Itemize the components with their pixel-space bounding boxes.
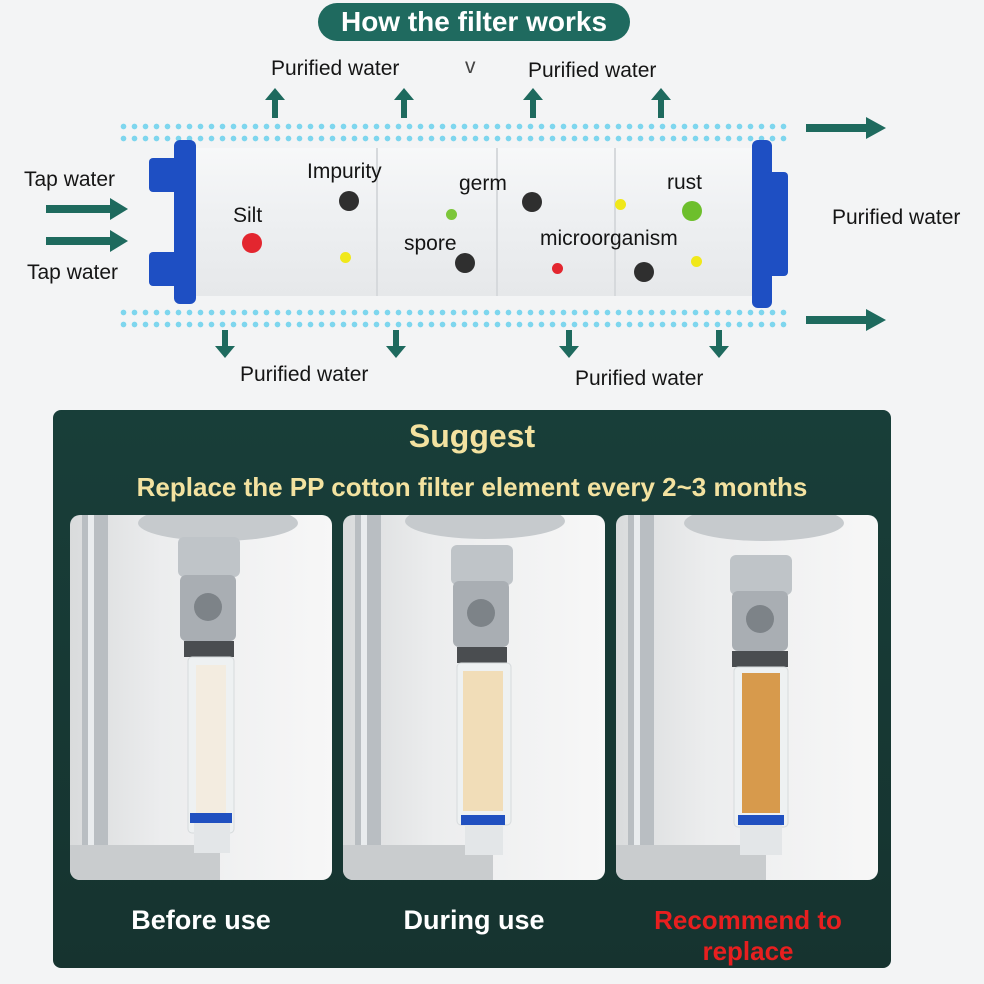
particle xyxy=(691,256,702,267)
purified-water-label-right: Purified water xyxy=(832,206,961,229)
particle xyxy=(615,199,626,210)
purified-water-label-bottom-left: Purified water xyxy=(240,363,369,386)
arrow-up-icon xyxy=(394,88,414,118)
impurity-particle xyxy=(339,191,359,211)
microorganism-label: microorganism xyxy=(540,227,678,250)
rust-label: rust xyxy=(667,171,703,194)
filter-cap-tab xyxy=(149,158,179,192)
germ-label: germ xyxy=(459,172,507,195)
particle xyxy=(552,263,563,274)
flow-arrows xyxy=(46,88,886,358)
arrow-right-icon xyxy=(806,309,886,331)
arrow-up-icon xyxy=(265,88,285,118)
purified-water-label-bottom-right: Purified water xyxy=(575,367,704,390)
tap-water-label: Tap water xyxy=(24,168,116,191)
water-dots-bottom xyxy=(118,319,790,331)
filter-cap-left xyxy=(174,140,196,304)
arrow-right-icon xyxy=(46,198,128,220)
microorganism-particle xyxy=(634,262,654,282)
caption-during-use: During use xyxy=(403,905,545,935)
shower-head-image xyxy=(343,515,565,880)
chevron-down-icon: v xyxy=(465,55,476,78)
arrow-right-icon xyxy=(46,230,128,252)
water-dots-bottom xyxy=(118,307,790,319)
germ-particle xyxy=(522,192,542,212)
impurity-label: Impurity xyxy=(307,160,382,183)
spore-particle xyxy=(455,253,475,273)
arrow-up-icon xyxy=(523,88,543,118)
shower-head-image xyxy=(616,515,844,880)
purified-water-label-top-left: Purified water xyxy=(271,57,400,80)
caption-before-use: Before use xyxy=(131,905,271,935)
arrow-down-icon xyxy=(386,330,406,358)
tap-water-label: Tap water xyxy=(27,261,119,284)
arrow-down-icon xyxy=(559,330,579,358)
rust-particle xyxy=(682,201,702,221)
water-dots-top xyxy=(118,121,790,133)
arrow-right-icon xyxy=(806,117,886,139)
shower-head-image xyxy=(70,515,298,880)
photo-recommend-replace xyxy=(616,515,878,880)
caption-recommend-replace: Recommend to replace xyxy=(654,905,842,966)
particle xyxy=(446,209,457,220)
filter-cartridge xyxy=(186,148,766,296)
photo-before-use xyxy=(70,515,332,880)
arrow-down-icon xyxy=(709,330,729,358)
page-title: How the filter works xyxy=(318,3,630,41)
spore-label: spore xyxy=(404,232,457,255)
arrow-down-icon xyxy=(215,330,235,358)
silt-label: Silt xyxy=(233,204,263,227)
silt-particle xyxy=(242,233,262,253)
water-dots-top xyxy=(118,133,790,145)
particle xyxy=(340,252,351,263)
arrow-up-icon xyxy=(651,88,671,118)
suggest-text: Replace the PP cotton filter element eve… xyxy=(136,472,808,502)
filter-cap-nozzle xyxy=(766,172,788,276)
filter-cap-tab xyxy=(149,252,179,286)
suggest-heading: Suggest xyxy=(408,418,536,454)
purified-water-label-top-right: Purified water xyxy=(528,59,657,82)
photo-during-use xyxy=(343,515,605,880)
